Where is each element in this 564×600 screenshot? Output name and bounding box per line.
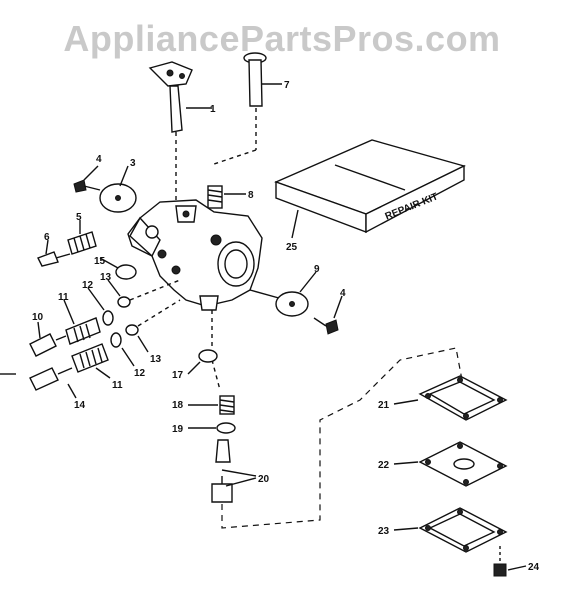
callout-24: 24 <box>528 562 540 573</box>
part-9-choke-plate <box>275 271 317 317</box>
callout-1: 1 <box>210 104 216 115</box>
callout-22: 22 <box>378 460 390 471</box>
callout-17: 17 <box>172 370 184 381</box>
part-5-spring <box>67 220 97 255</box>
part-22-diaphragm <box>393 441 508 487</box>
callout-18: 18 <box>172 400 184 411</box>
part-14-needle-valve <box>29 367 77 399</box>
callout-13-upper: 13 <box>100 272 112 283</box>
callout-5: 5 <box>76 212 82 223</box>
callout-20: 20 <box>258 474 270 485</box>
callout-15: 15 <box>94 256 106 267</box>
part-12-washer-lower <box>110 332 135 367</box>
part-25-repair-kit: REPAIR KIT <box>274 139 466 239</box>
callout-11-lower: 11 <box>112 380 123 391</box>
callout-13-lower: 13 <box>150 354 162 365</box>
part-13-o-ring-upper <box>107 279 131 308</box>
part-3-throttle-plate <box>99 165 137 213</box>
part-11-spring-upper <box>63 299 101 345</box>
watermark: AppliancePartsPros.com <box>63 18 501 59</box>
callout-3: 3 <box>130 158 136 169</box>
part-24-screw <box>493 546 527 577</box>
part-18-spring <box>188 395 235 415</box>
dashed-guide-line <box>221 347 463 529</box>
part-10-needle-valve <box>29 321 67 357</box>
callout-4: 4 <box>96 154 102 165</box>
callout-labels: 1 3 4 5 6 7 8 9 4 10 11 12 13 15 11 12 1… <box>32 80 540 573</box>
part-8-spring <box>207 185 246 209</box>
part-21-gasket <box>393 375 508 421</box>
callout-25: 25 <box>286 242 298 253</box>
carburetor-body <box>127 199 287 391</box>
part-1-throttle-shaft <box>148 61 212 200</box>
callout-10: 10 <box>32 312 44 323</box>
callout-23: 23 <box>378 526 390 537</box>
part-19-washer <box>188 422 236 434</box>
callout-12-lower: 12 <box>134 368 146 379</box>
part-4-screw-left <box>73 165 101 193</box>
part-12-washer-upper <box>87 287 114 326</box>
part-23-cover <box>393 507 508 553</box>
part-6-screw <box>37 239 71 267</box>
callout-11-upper: 11 <box>58 292 69 303</box>
part-17-plug <box>187 349 218 375</box>
callout-19: 19 <box>172 424 184 435</box>
part-7-choke-shaft <box>213 52 282 165</box>
callout-9: 9 <box>314 264 320 275</box>
part-11-spring-lower <box>71 343 111 379</box>
part-13-o-ring-lower <box>125 324 149 353</box>
part-20-needle-and-seat <box>211 439 257 503</box>
callout-4-right: 4 <box>340 288 346 299</box>
callout-6: 6 <box>44 232 50 243</box>
callout-14: 14 <box>74 400 86 411</box>
callout-21: 21 <box>378 400 390 411</box>
part-4-screw-right <box>313 295 343 335</box>
callout-8: 8 <box>248 190 254 201</box>
callout-12-upper: 12 <box>82 280 94 291</box>
part-15-o-ring <box>99 257 137 280</box>
callout-7: 7 <box>284 80 290 91</box>
